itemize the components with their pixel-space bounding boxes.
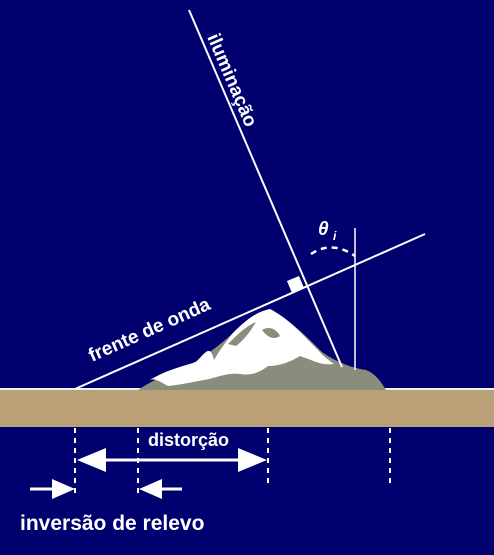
distortion-arrow-head-right — [238, 448, 267, 472]
right-angle-marker — [287, 276, 304, 293]
angle-subscript-label: i — [333, 229, 337, 243]
distortion-label: distorção — [148, 430, 229, 450]
illumination-label: iluminação — [202, 31, 260, 130]
incidence-angle-arc — [310, 246, 356, 258]
relief-inversion-label: inversão de relevo — [20, 512, 204, 535]
angle-symbol-label: θ — [318, 219, 329, 240]
mountain-rock-patch — [262, 328, 280, 338]
wavefront-line — [74, 233, 426, 390]
relief-arrow-right-head — [139, 479, 162, 499]
mountain-snow — [150, 309, 334, 386]
mountain-rock-patch — [228, 322, 256, 346]
illumination-ray — [188, 9, 343, 368]
ground-strip — [0, 389, 494, 427]
relief-arrow-left-head — [52, 479, 75, 499]
distortion-arrow-head-left — [77, 448, 106, 472]
